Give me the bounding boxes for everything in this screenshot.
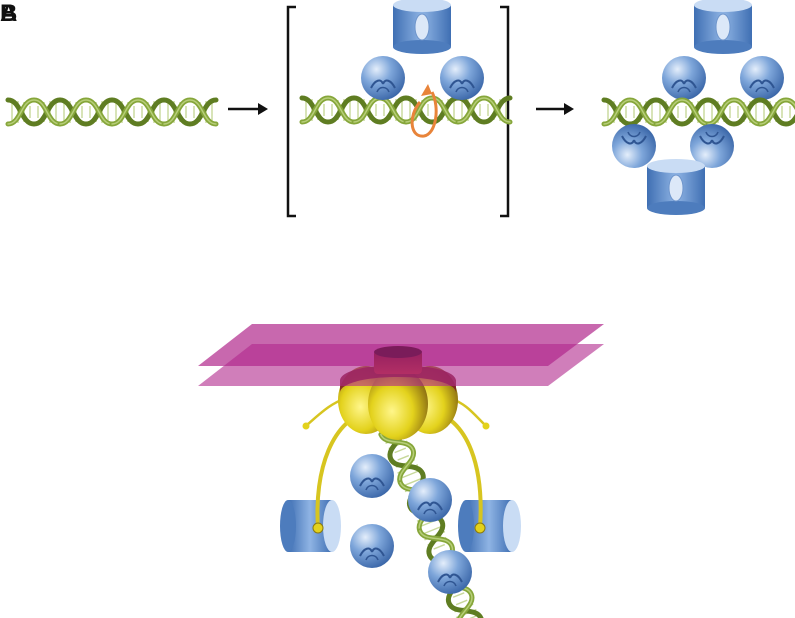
panel-label-b: B: [0, 0, 18, 27]
right-arrow-icon: [536, 103, 574, 115]
dna-helix-free: [8, 100, 216, 124]
right-bracket: [500, 5, 510, 218]
left-bracket: [286, 5, 296, 218]
final-complex: [604, 0, 795, 216]
membrane-sheet-bottom: [198, 344, 604, 386]
hinge-cylinder-left: [280, 500, 341, 552]
dna-helix-bound: [302, 98, 510, 122]
panel-label-a: A: [0, 0, 18, 27]
dna-helix-sandwiched: [604, 100, 795, 124]
hinge-cylinder-right: [458, 500, 521, 552]
dna-loop: [410, 91, 438, 138]
right-arrow-icon: [228, 103, 268, 115]
intermediate-complex: [286, 0, 510, 218]
membrane-motor-complex: [198, 324, 604, 618]
